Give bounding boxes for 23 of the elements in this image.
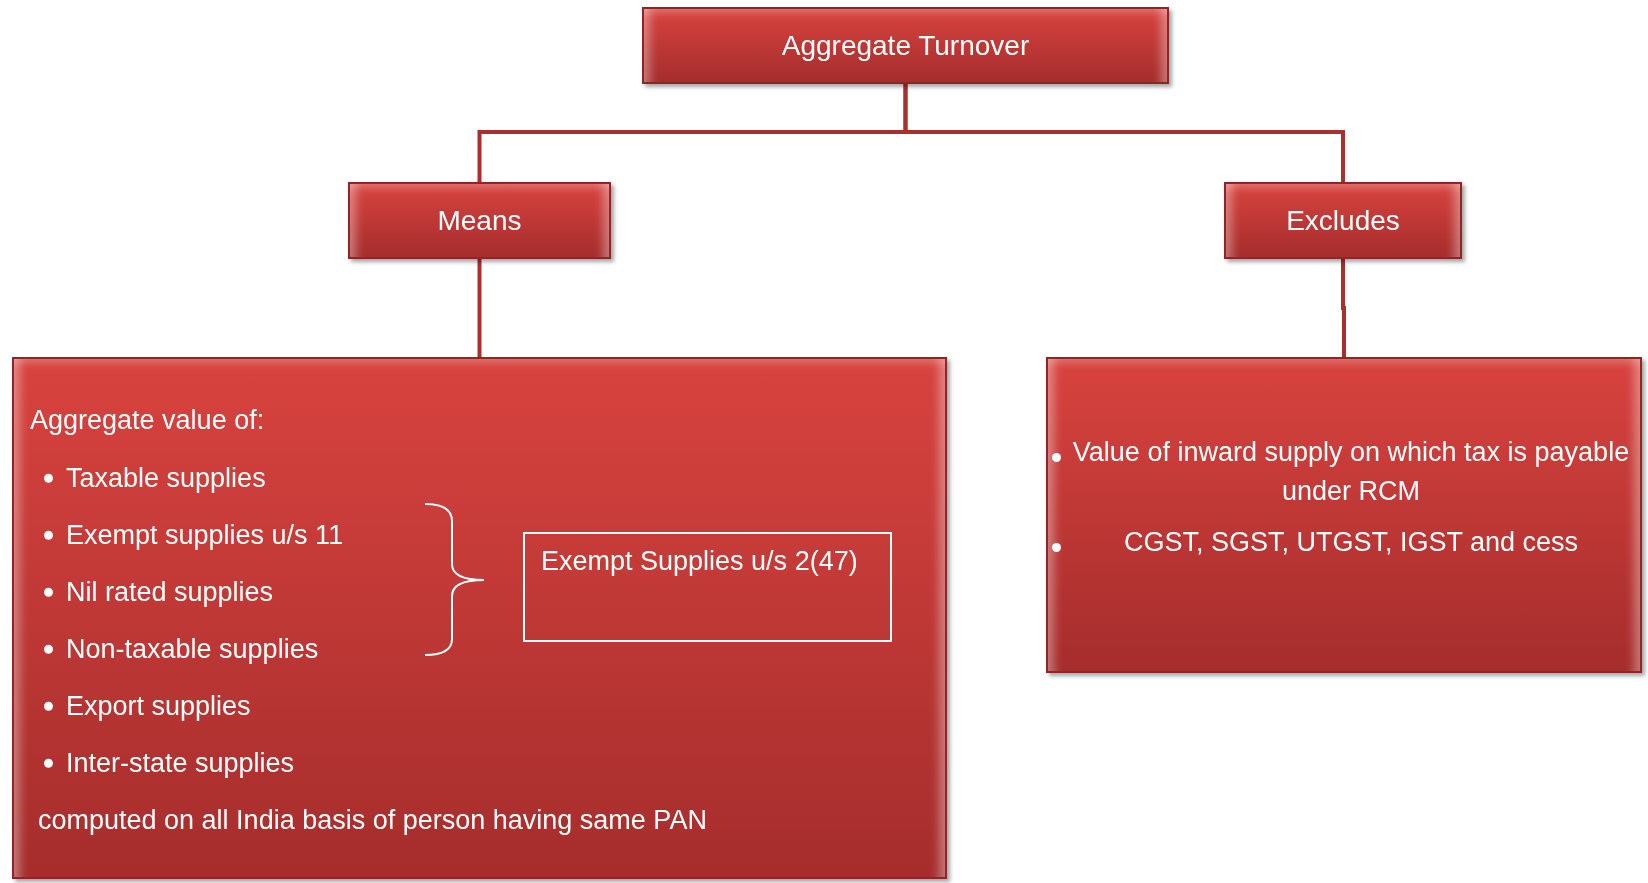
content-panel (12, 357, 947, 879)
list-item: Export supplies (40, 689, 251, 723)
list-item: Aggregate value of: (30, 403, 265, 437)
box-title: Means (436, 204, 523, 237)
note-box (523, 532, 892, 642)
title-box (1224, 182, 1462, 259)
note-text: Exempt Supplies u/s 2(47) (541, 545, 859, 578)
box-title: Aggregate Turnover (780, 29, 1031, 62)
connector-line (1341, 259, 1346, 357)
connector-line (477, 259, 482, 357)
list-item: CGST, SGST, UTGST, IGST and cess (1048, 523, 1630, 563)
list-item: Value of inward supply on which tax is payable under RCM (1048, 433, 1630, 512)
content-panel (1046, 357, 1642, 673)
title-box (642, 7, 1169, 84)
list-item: Taxable supplies (40, 461, 266, 495)
list-item: Nil rated supplies (40, 575, 274, 609)
list-item: Inter-state supplies (40, 746, 295, 780)
title-box (348, 182, 611, 259)
box-title: Excludes (1285, 204, 1401, 237)
connector-line (903, 84, 1345, 182)
list-item: Exempt supplies u/s 11 (40, 518, 344, 552)
list-item: Non-taxable supplies (40, 632, 319, 666)
list-item: computed on all India basis of person having same PAN (38, 803, 707, 837)
